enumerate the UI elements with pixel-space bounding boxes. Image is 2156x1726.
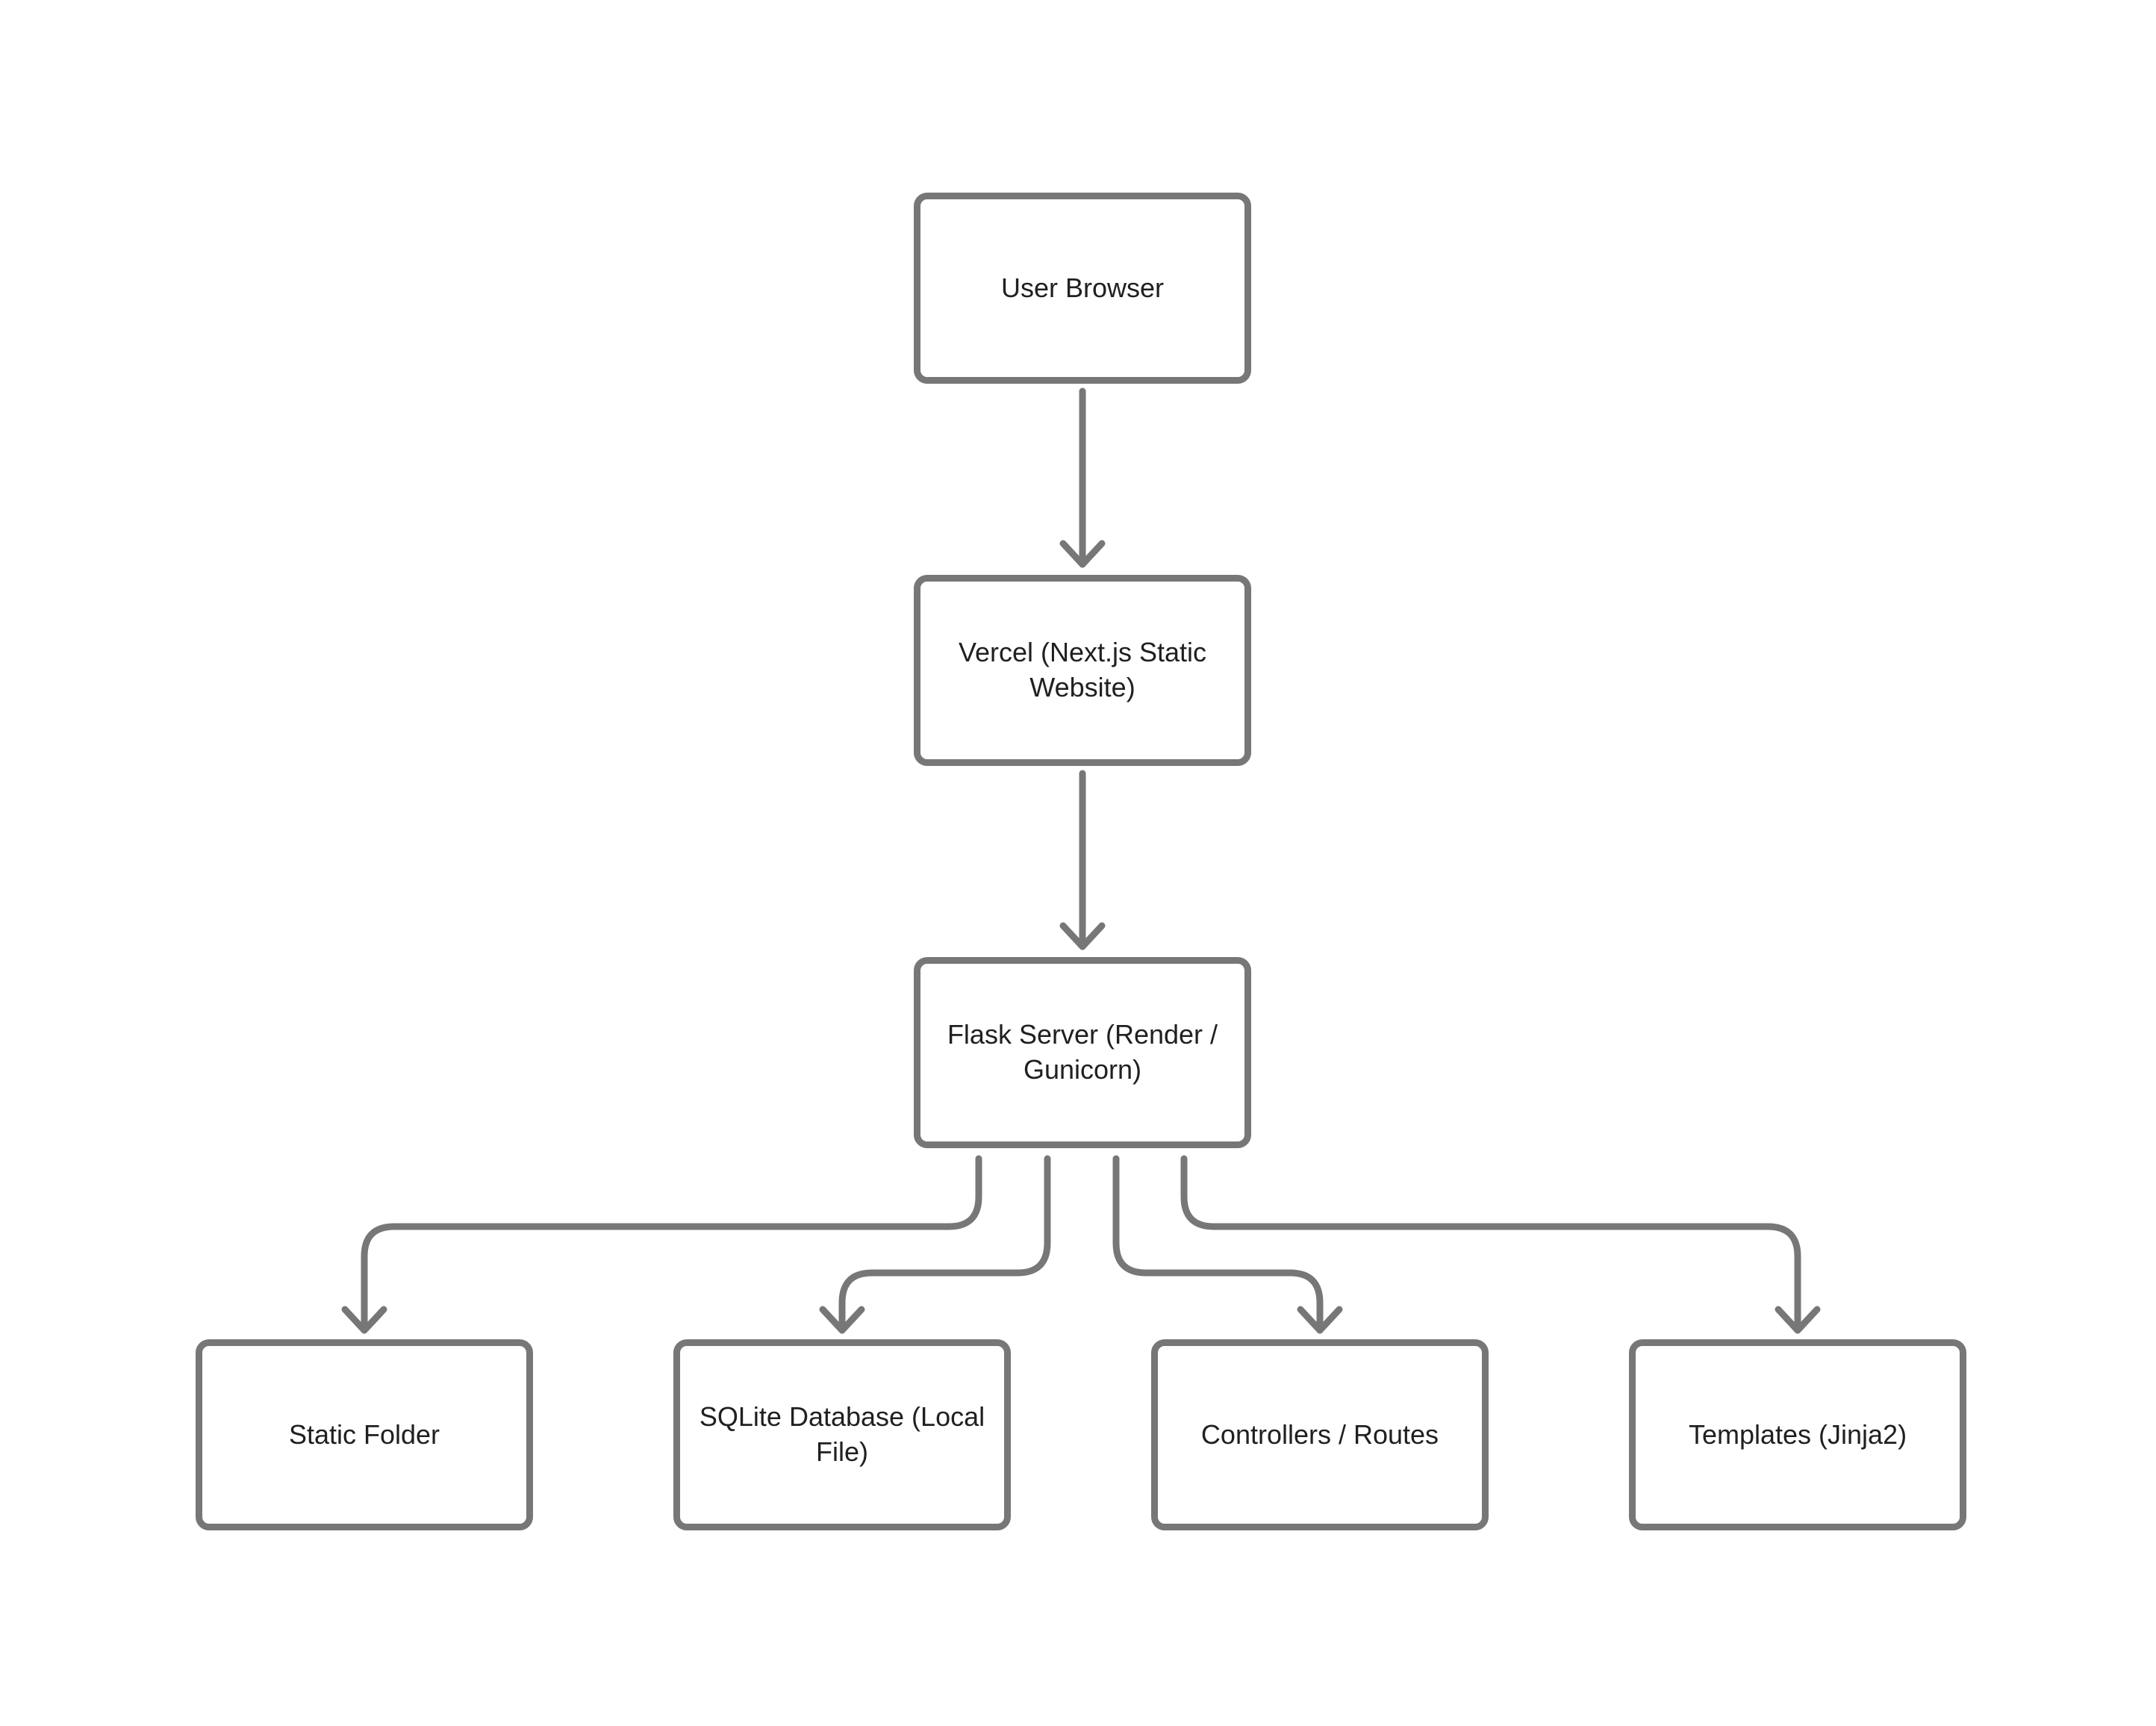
- node-user-browser-label: User Browser: [1000, 272, 1165, 303]
- edge-flask-server-to-controllers-routes-arrowhead-icon: [1297, 1306, 1343, 1334]
- edge-flask-server-to-templates-jinja2-line: [1180, 1155, 1801, 1334]
- node-controllers-routes: Controllers / Routes: [1151, 1339, 1489, 1530]
- edge-flask-server-to-sqlite-database-line: [838, 1155, 1051, 1334]
- edge-vercel-to-flask-server-arrowhead-icon: [1059, 922, 1106, 950]
- node-templates-jinja2: Templates (Jinja2): [1629, 1339, 1966, 1530]
- node-templates-jinja2-label: Templates (Jinja2): [1688, 1418, 1907, 1450]
- node-sqlite-database: SQLite Database (Local File): [673, 1339, 1011, 1530]
- node-static-folder: Static Folder: [196, 1339, 533, 1530]
- edge-flask-server-to-sqlite-database-arrowhead-icon: [819, 1306, 865, 1334]
- edge-flask-server-to-templates-jinja2-arrowhead-icon: [1775, 1306, 1821, 1334]
- node-user-browser: User Browser: [914, 193, 1251, 384]
- edge-flask-server-to-static-folder-line: [361, 1155, 982, 1334]
- node-static-folder-label: Static Folder: [288, 1418, 440, 1450]
- node-flask-server-label: Flask Server (Render / Gunicorn): [947, 1019, 1218, 1085]
- edge-flask-server-to-static-folder-arrowhead-icon: [341, 1306, 387, 1334]
- node-vercel: Vercel (Next.js Static Website): [914, 575, 1251, 766]
- edge-user-browser-to-vercel-arrowhead-icon: [1059, 540, 1106, 568]
- node-vercel-label: Vercel (Next.js Static Website): [958, 637, 1207, 702]
- node-flask-server: Flask Server (Render / Gunicorn): [914, 957, 1251, 1148]
- edge-flask-server-to-controllers-routes-line: [1112, 1155, 1324, 1334]
- node-sqlite-database-label: SQLite Database (Local File): [699, 1401, 985, 1467]
- node-controllers-routes-label: Controllers / Routes: [1200, 1418, 1439, 1450]
